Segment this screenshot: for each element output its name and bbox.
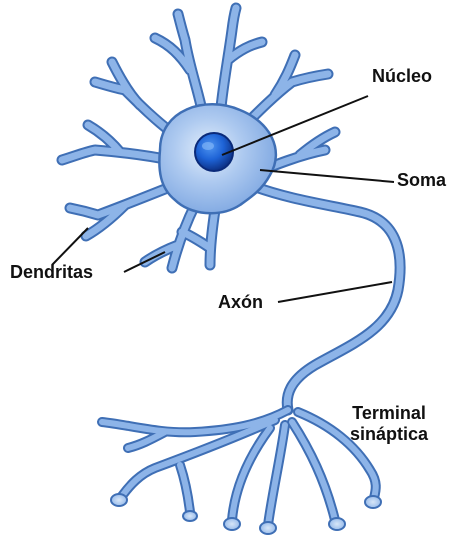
- label-nucleo: Núcleo: [372, 66, 432, 87]
- leader-dendritas-b: [124, 252, 165, 272]
- label-axon: Axón: [218, 292, 263, 313]
- label-terminal-line2: sináptica: [350, 424, 428, 445]
- nucleus-highlight: [202, 142, 214, 150]
- label-terminal-sinaptica: Terminal sináptica: [350, 403, 428, 444]
- axon-terminals: [102, 410, 381, 534]
- leader-soma: [260, 170, 394, 182]
- leader-axon: [278, 282, 392, 302]
- label-dendritas: Dendritas: [10, 262, 93, 283]
- label-terminal-line1: Terminal: [350, 403, 428, 424]
- leader-dendritas-a: [52, 228, 88, 265]
- terminal-buttons: [111, 494, 381, 534]
- label-soma: Soma: [397, 170, 446, 191]
- axon-fiber: [250, 185, 400, 410]
